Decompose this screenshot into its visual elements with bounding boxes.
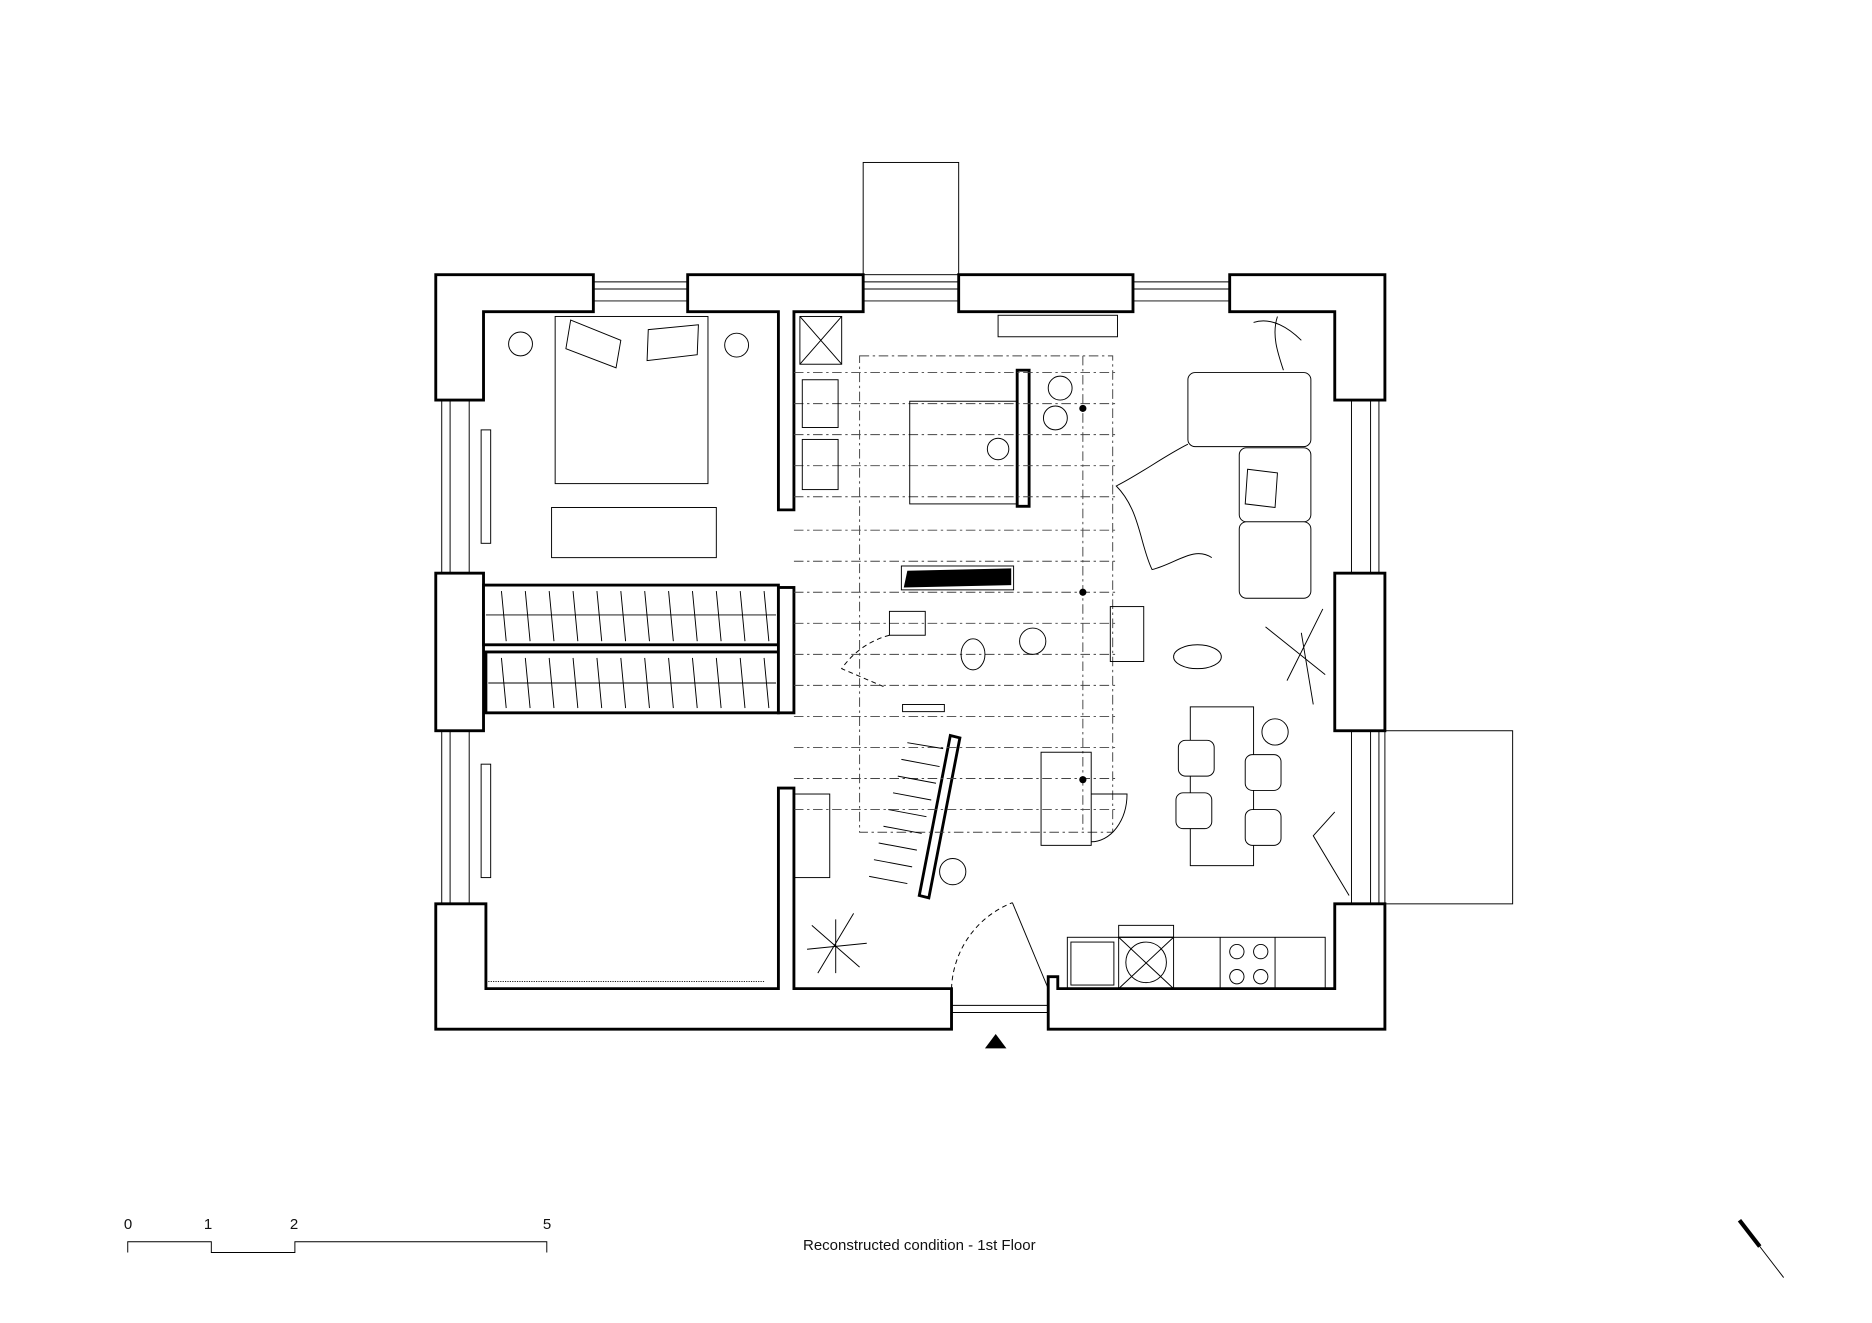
pillow <box>565 319 622 369</box>
radiator <box>1109 606 1145 662</box>
bedside-lamp <box>724 332 750 358</box>
toilet <box>960 638 986 671</box>
radiator <box>480 763 492 879</box>
armchair <box>1173 644 1222 670</box>
chimney <box>862 161 960 276</box>
bed <box>554 315 709 485</box>
balcony <box>1384 730 1514 905</box>
dining-table <box>1189 706 1255 867</box>
chair <box>1175 792 1213 830</box>
bathtub <box>903 568 1012 588</box>
kitchen-counter <box>1066 936 1326 990</box>
chair <box>1177 739 1215 777</box>
pillow <box>646 324 699 362</box>
scale-label-5: 5 <box>542 1216 552 1233</box>
plants <box>807 316 1326 974</box>
wood-stove <box>1040 751 1092 846</box>
rug <box>551 507 717 559</box>
sink <box>801 438 839 491</box>
entrance-arrow-icon <box>984 1033 1007 1049</box>
doors <box>840 634 1350 989</box>
scale-label-2: 2 <box>289 1216 299 1233</box>
basin <box>888 610 926 636</box>
bathroom <box>799 315 1018 713</box>
bedside-lamp <box>508 331 533 357</box>
chair <box>1244 754 1282 791</box>
chair <box>1244 809 1282 846</box>
bedroom <box>480 315 765 982</box>
scale-label-1: 1 <box>203 1216 213 1233</box>
cabinet <box>793 793 831 879</box>
shower <box>909 400 1018 505</box>
stairs <box>869 742 944 885</box>
column <box>1079 404 1087 412</box>
windows <box>441 281 1380 1013</box>
radiator <box>480 429 492 544</box>
radiator <box>902 704 945 713</box>
living-room <box>793 314 1312 886</box>
sofa <box>1187 372 1312 448</box>
column <box>1079 776 1087 784</box>
walls <box>434 273 1387 1031</box>
drawing-title: Reconstructed condition - 1st Floor <box>803 1237 1036 1254</box>
kitchen-sink <box>1070 941 1115 986</box>
sink <box>801 379 839 428</box>
scale-label-0: 0 <box>123 1216 133 1233</box>
kitchen <box>1066 924 1326 990</box>
north-arrow-icon <box>1737 1218 1785 1278</box>
column <box>1079 588 1087 596</box>
bookshelf <box>997 314 1118 338</box>
cushion <box>1244 468 1278 509</box>
wardrobe-hangers <box>485 591 777 709</box>
scale-bar <box>127 1241 548 1253</box>
